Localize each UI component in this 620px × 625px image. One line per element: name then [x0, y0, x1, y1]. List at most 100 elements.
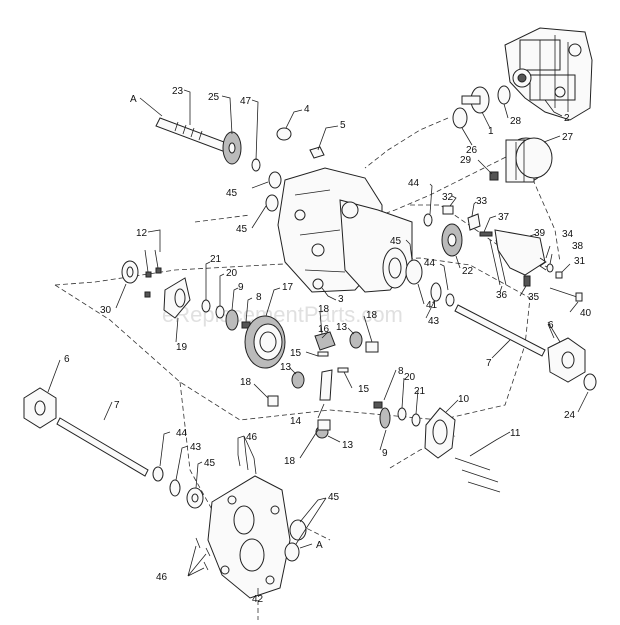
callout-44-shaft: 44	[424, 258, 436, 269]
callout-13-upper: 13	[336, 322, 348, 333]
leader-lines	[47, 89, 589, 596]
callout-9-left: 9	[238, 282, 244, 293]
callout-10: 10	[458, 394, 470, 405]
callout-18-bottom: 18	[284, 456, 296, 467]
callout-5: 5	[340, 120, 346, 131]
part-41-seal	[405, 259, 423, 285]
callout-21-left: 21	[210, 254, 222, 265]
part-14-cross-shaft	[319, 369, 333, 401]
callout-2: 2	[564, 113, 570, 124]
part-3-fitting	[312, 278, 324, 290]
callout-42: 42	[252, 594, 264, 605]
callout-26: 26	[466, 145, 478, 156]
main-housing	[277, 167, 413, 293]
part-20-washer-right	[397, 407, 407, 421]
callout-12: 12	[136, 228, 148, 239]
part-45-bearing-cover-upper	[289, 519, 307, 541]
callout-28: 28	[510, 116, 522, 127]
callout-3: 3	[338, 294, 344, 305]
callout-8-left: 8	[256, 292, 262, 303]
callout-37: 37	[498, 212, 510, 223]
callout-18-left: 18	[240, 377, 252, 388]
part-36-bolts	[489, 239, 507, 286]
callout-9-right: 9	[382, 448, 388, 459]
callout-34: 34	[562, 229, 574, 240]
part-20-washer-left	[215, 305, 225, 319]
part-6-hub-left	[23, 387, 57, 429]
part-23-input-shaft	[155, 117, 233, 154]
part-10-carrier-right	[424, 407, 456, 459]
part-27-filter	[505, 137, 553, 183]
part-15-shaft-upper	[317, 351, 329, 357]
part-15-shaft-lower	[337, 367, 349, 373]
part-18-block-upper	[365, 341, 379, 353]
callout-13-middle: 13	[280, 362, 292, 373]
callout-45-cover: 45	[328, 492, 340, 503]
part-13-side-gear-lower-a	[291, 371, 305, 389]
callout-labels: A 23 25 47 4 5 2 28 1 26 27 29 45 45 44 …	[64, 86, 592, 605]
callout-45-upper: 45	[226, 188, 238, 199]
callout-1: 1	[488, 126, 494, 137]
callout-47: 47	[240, 96, 252, 107]
callout-43: 43	[428, 316, 440, 327]
callout-27: 27	[562, 132, 574, 143]
part-28-ring	[497, 85, 511, 105]
part-18-block-lower-a	[267, 395, 279, 407]
part-33-brake-plate	[467, 213, 481, 231]
callout-6-left: 6	[64, 354, 70, 365]
callout-44-brake: 44	[408, 178, 420, 189]
part-4-cap	[276, 127, 292, 141]
callout-25: 25	[208, 92, 220, 103]
part-9-gear-left	[225, 309, 239, 331]
callout-a-bottom: A	[316, 540, 323, 551]
callout-24: 24	[564, 410, 576, 421]
callout-a-top: A	[130, 94, 137, 105]
callout-45-lower-left: 45	[204, 458, 216, 469]
part-37-pin	[479, 231, 493, 237]
callout-45-shaft: 45	[390, 236, 402, 247]
part-45-bearing-lower	[265, 194, 279, 212]
callout-46-lower: 46	[156, 572, 168, 583]
callout-15-right: 15	[358, 384, 370, 395]
callout-46-upper: 46	[246, 432, 258, 443]
part-43-ring	[430, 282, 442, 302]
callout-17: 17	[282, 282, 294, 293]
callout-35: 35	[528, 292, 540, 303]
callout-7-right: 7	[486, 358, 492, 369]
part-46-screws-upper	[237, 454, 257, 475]
callout-4: 4	[304, 104, 310, 115]
part-31-nut	[555, 271, 563, 279]
part-45-bearing-upper	[268, 171, 282, 189]
part-47-washer	[251, 158, 261, 172]
callout-29: 29	[460, 155, 472, 166]
part-13-side-gear-upper	[349, 331, 363, 349]
part-17-ring-gear	[244, 315, 286, 369]
callout-8-right: 8	[398, 366, 404, 377]
callout-14: 14	[290, 416, 302, 427]
part-35-pin	[523, 275, 531, 287]
part-5-nut	[309, 146, 325, 159]
callout-36: 36	[496, 290, 508, 301]
callout-20-left: 20	[226, 268, 238, 279]
callout-32: 32	[442, 192, 454, 203]
part-44-washer-brake	[423, 213, 433, 227]
part-22-brake-disc	[441, 223, 463, 257]
part-38-washer	[546, 263, 554, 273]
part-43-ring-lower	[169, 479, 181, 497]
callout-45-lower: 45	[236, 224, 248, 235]
part-25-gear	[222, 131, 242, 165]
part-2-gear-unit	[504, 27, 593, 121]
part-29-plug	[489, 171, 499, 181]
callout-21-right: 21	[414, 386, 426, 397]
callout-16: 16	[318, 324, 330, 335]
callout-23: 23	[172, 86, 184, 97]
callout-15-left: 15	[290, 348, 302, 359]
callout-38: 38	[572, 241, 584, 252]
part-24-cap	[583, 373, 597, 391]
part-9-gear-right	[379, 407, 391, 429]
part-21-washer-left	[201, 299, 211, 313]
part-45-bearing-cover-lower	[284, 542, 300, 562]
callout-30: 30	[100, 305, 112, 316]
part-19-carrier	[163, 277, 191, 319]
